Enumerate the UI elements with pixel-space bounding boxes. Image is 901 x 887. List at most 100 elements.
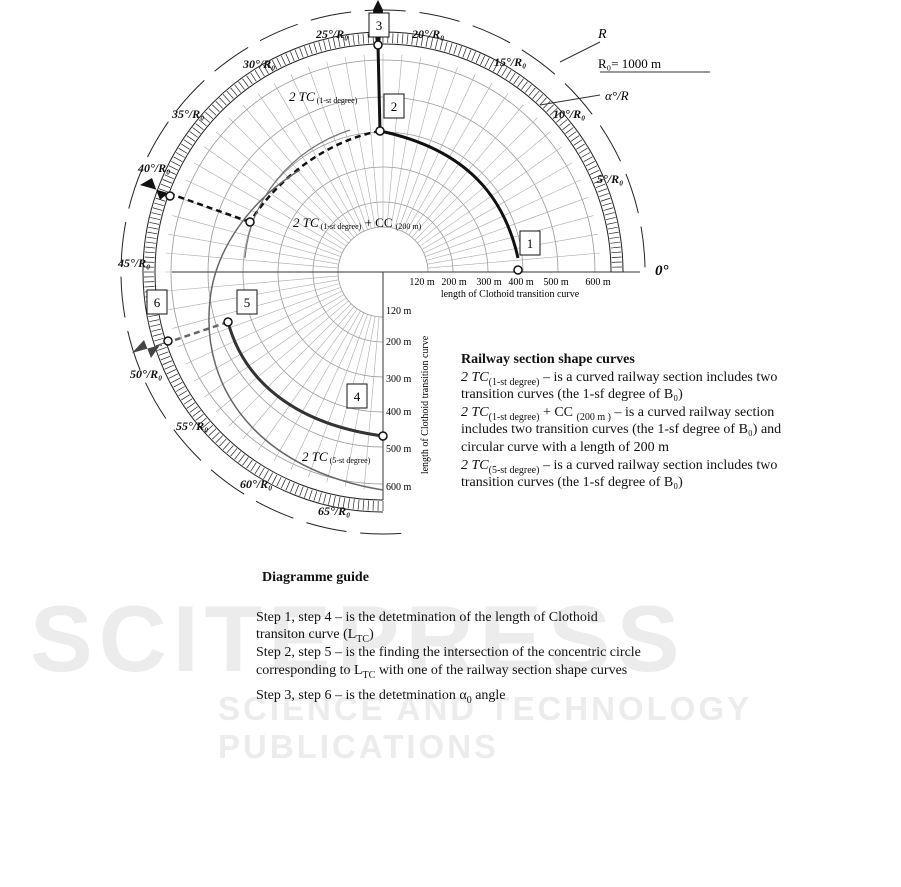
scale-tick [158,188,169,193]
scale-tick [416,35,419,46]
guide-text: corresponding to L [256,663,363,678]
curve-node [223,317,233,327]
scale-tick [144,251,155,254]
scale-tick [160,183,171,189]
angle-label: 40°/R₀ [137,161,170,175]
scale-tick [604,212,615,216]
scale-tick [178,390,188,397]
v-axis-tick: 400 m [386,407,412,418]
grid-ray [257,308,358,451]
guide-sub: 0 [466,694,472,706]
scale-tick [600,197,611,202]
outer-r-arc [120,221,127,263]
h-axis-tick: 500 m [543,277,569,288]
label-tc5: 2 TC (5-st degree) [302,449,371,465]
angle-label: 30°/R₀ [242,57,275,71]
scale-tick [267,472,273,482]
scale-tick [573,139,583,146]
guide-step-1: Step 1, step 4 – is the detetmination of… [256,610,598,625]
step-number: 6 [154,295,161,310]
pointer-r [559,41,601,63]
scale-tick [222,94,231,103]
grid-ray [204,297,347,398]
scale-tick [581,152,591,158]
scale-tick [164,174,174,180]
grid-ray [308,67,368,230]
grid-ray [326,61,372,229]
scale-tick [146,236,157,239]
r-label: R [597,27,607,42]
legend-sub: (1-st degree) [488,411,540,423]
outer-r-arc [306,522,347,532]
scale-tick [149,319,160,323]
angle-label: 60°/R₀ [240,477,272,491]
legend-text: – is a curved railway section includes t… [539,458,778,473]
outer-r-arc [128,169,143,209]
scale-tick [609,236,620,239]
scale-tick [505,70,512,79]
line-step2-to-3 [376,44,382,132]
v-axis-label: length of Clothoid transition curve [420,335,431,474]
scale-tick [183,398,193,405]
scale-tick [147,231,158,235]
scale-tick [313,491,318,501]
outer-r-arc [521,49,556,75]
scale-tick [328,39,332,50]
grid-ray [172,215,340,261]
scale-tick [144,256,155,258]
scale-tick [254,70,261,79]
grid-ray [386,54,403,228]
grid-ray [168,233,339,265]
step-number: 2 [391,99,398,114]
scale-tick [521,81,528,90]
scale-tick [148,314,159,318]
grid-ray [178,287,341,347]
scale-tick [157,346,167,351]
scale-tick [501,67,508,77]
scale-tick [590,169,600,175]
legend-line-6: 2 TC(5-st degree) – is a curved railway … [461,458,777,477]
scale-tick [453,44,458,55]
v-axis-tick: 600 m [386,482,412,493]
scale-tick [318,41,322,52]
step-number: 5 [244,295,251,310]
legend-line-3: 2 TC(1-st degree) + CC (200 m ) – is a c… [461,405,774,424]
scale-tick [150,323,161,327]
angle-label: 20°/R₀ [411,27,444,41]
legend-sub: (200 m ) [576,411,611,423]
grid-ray [204,146,347,247]
scale-tick [559,119,568,127]
scale-tick [173,156,183,162]
scale-tick [362,33,365,44]
scale-outer-arc [142,31,624,513]
grid-ray [427,252,601,269]
scale-tick [189,131,198,138]
angle-label: 50°/R₀ [130,367,162,381]
scale-tick [201,421,210,429]
scale-tick [285,53,291,63]
scale-tick [152,207,163,211]
outer-r-arc [310,11,352,21]
scale-tick [434,39,438,50]
scale-tick [304,46,309,56]
zero-angle-label: 0° [655,263,669,279]
outer-r-arc [176,80,205,112]
scale-tick [602,202,612,207]
scale-tick [607,226,618,230]
scale-tick [192,127,201,134]
grid-ray [308,314,368,477]
diagram-labels: 5°/R₀10°/R₀15°/R₀20°/R₀25°/R₀30°/R₀35°/R… [117,12,669,518]
guide-step-1b: transiton curve (LTC) [256,627,374,646]
legend-line-2: transition curves (the 1-sf degree of B₀… [461,387,683,402]
scale-tick [152,333,163,337]
guide-text: angle [471,688,506,703]
scale-tick [250,462,257,472]
label-tc1: 2 TC (1-st degree) [289,89,358,105]
scale-tick [238,454,245,463]
scale-tick [195,123,204,131]
scale-tick [347,498,350,509]
grid-ray [363,316,380,490]
grid-ray [165,252,339,269]
scale-tick [357,34,360,45]
scale-tick [595,183,606,189]
